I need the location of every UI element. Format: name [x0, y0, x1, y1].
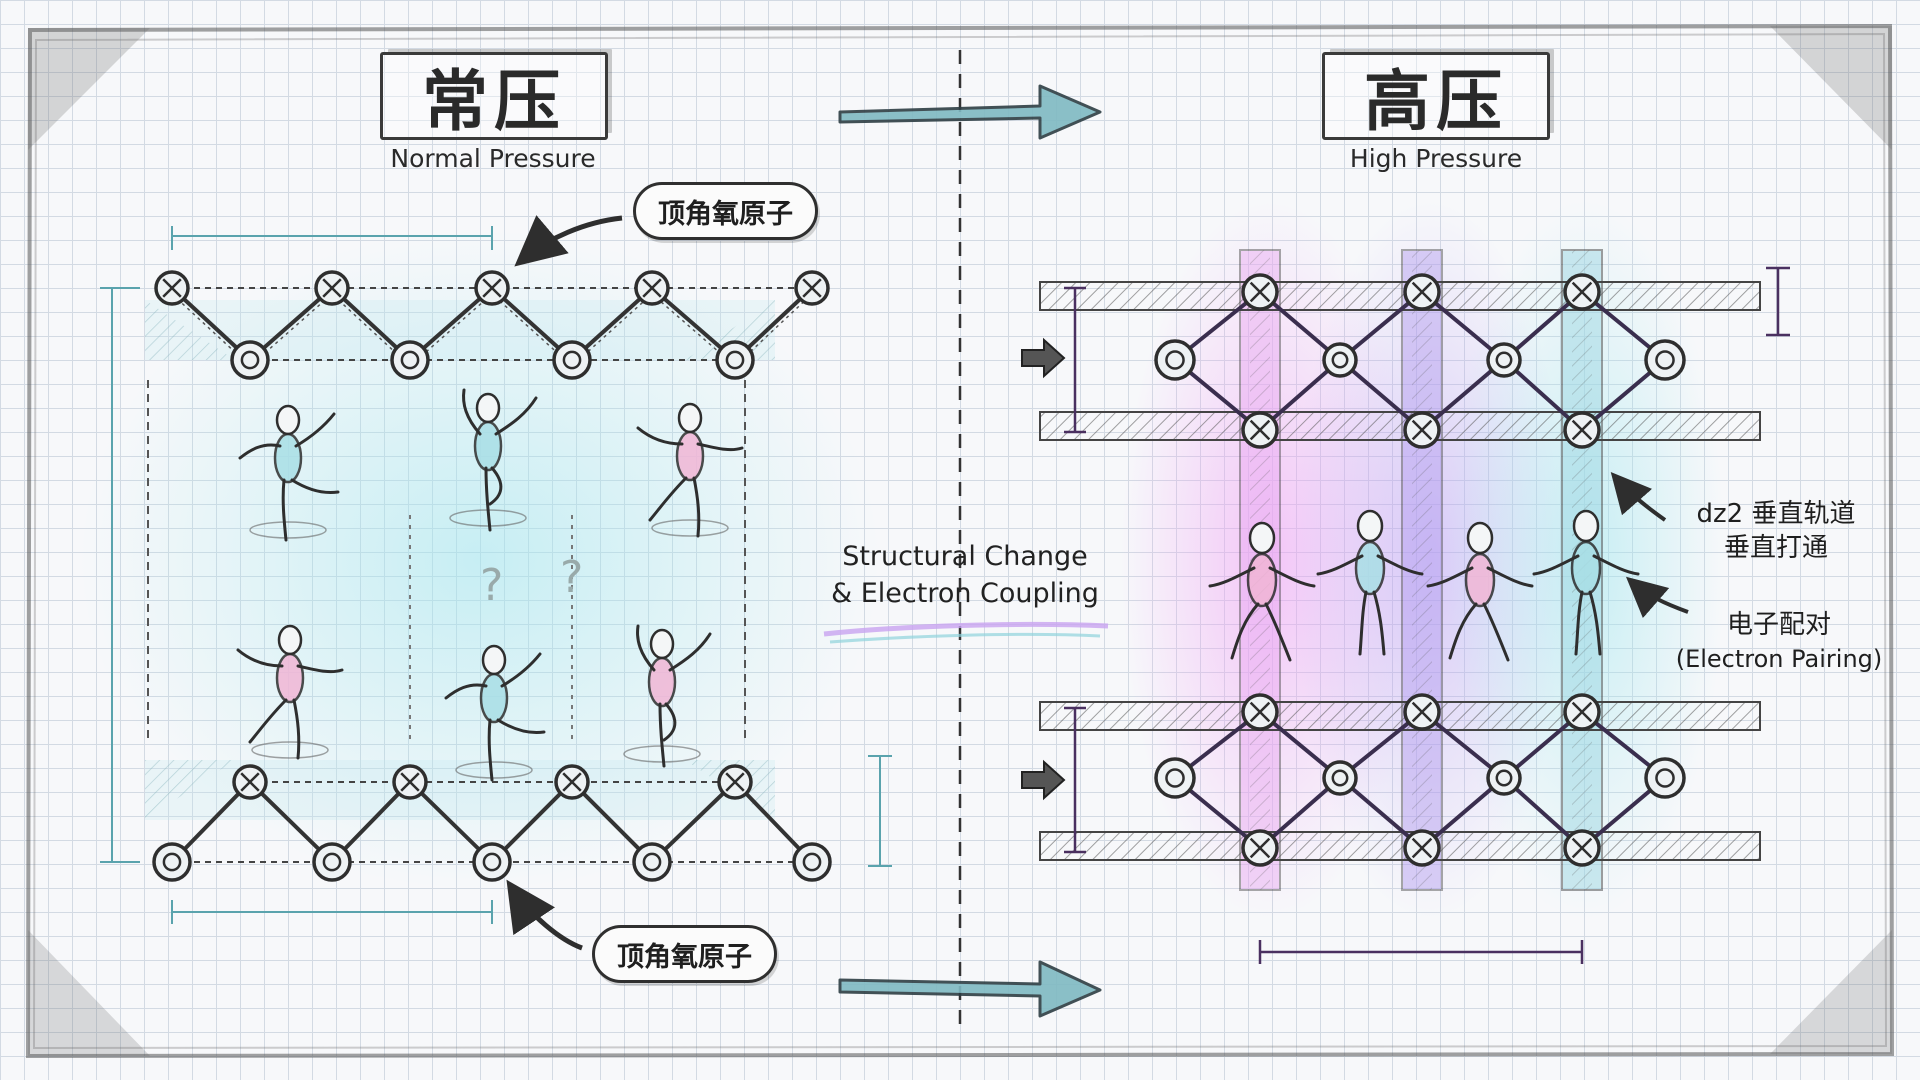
oxygen-atom-icon: [1403, 411, 1441, 449]
oxygen-atom-icon: [232, 764, 268, 800]
metal-atom-icon: [1486, 342, 1522, 378]
normal-pressure-title: 常压: [380, 52, 608, 140]
transition-arrow-bottom: [838, 960, 1102, 1018]
metal-atom-icon: [152, 842, 192, 882]
metal-atom-icon: [1322, 760, 1358, 796]
oxygen-atom-icon: [717, 764, 753, 800]
center-label-line2: & Electron Coupling: [831, 578, 1099, 609]
right-dancers: [1208, 509, 1640, 662]
left-dimensions: [100, 226, 892, 924]
metal-atom-icon: [1644, 339, 1686, 381]
metal-atom-icon: [1154, 757, 1196, 799]
oxygen-atom-icon: [1241, 273, 1279, 311]
paired-dancer-figure: [1208, 521, 1316, 662]
dancer-figure: [449, 388, 538, 532]
pressure-arrow-icon: [1021, 759, 1066, 801]
left-atoms: [152, 270, 832, 882]
orbital-note-line1: dz2 垂直轨道: [1696, 499, 1856, 529]
normal-pressure-subtitle: Normal Pressure: [390, 144, 596, 173]
transition-arrow-top: [838, 84, 1102, 140]
right-dimensions: [1064, 266, 1790, 964]
oxygen-atom-icon: [554, 764, 590, 800]
oxygen-atom-icon: [474, 270, 510, 306]
metal-atom-icon: [1486, 760, 1522, 796]
paired-dancer-figure: [1532, 509, 1640, 656]
metal-atom-icon: [1644, 757, 1686, 799]
oxygen-atom-icon: [634, 270, 670, 306]
pressure-arrow-icon: [1021, 337, 1066, 379]
oxygen-atom-icon: [794, 270, 830, 306]
paired-dancer-figure: [1426, 521, 1534, 662]
metal-atom-icon: [1322, 342, 1358, 378]
arrow-to-bottom-oxygen: [506, 879, 583, 951]
oxygen-atom-icon: [1563, 693, 1601, 731]
high-pressure-title: 高压: [1322, 52, 1550, 140]
oxygen-atom-icon: [1563, 411, 1601, 449]
arrow-to-orbital-note: [1610, 471, 1667, 522]
oxygen-atom-icon: [1241, 693, 1279, 731]
oxygen-atom-icon: [1241, 411, 1279, 449]
metal-atom-icon: [1154, 339, 1196, 381]
dancer-figure: [236, 624, 344, 760]
underline-stroke: [823, 621, 1109, 637]
dancer-figure: [238, 404, 340, 542]
pairing-note: 电子配对 (Electron Pairing): [1660, 608, 1898, 676]
oxygen-atom-icon: [1403, 693, 1441, 731]
dancer-figure: [444, 644, 546, 782]
oxygen-atom-icon: [154, 270, 190, 306]
left-dancers: [236, 388, 744, 782]
oxygen-atom-icon: [1241, 829, 1279, 867]
oxygen-atom-icon: [1563, 273, 1601, 311]
metal-atom-icon: [715, 340, 755, 380]
right-atoms: [1154, 273, 1686, 867]
oxygen-atom-icon: [392, 764, 428, 800]
metal-atom-icon: [472, 842, 512, 882]
metal-atom-icon: [632, 842, 672, 882]
metal-atom-icon: [230, 340, 270, 380]
pairing-note-line2: (Electron Pairing): [1675, 645, 1883, 673]
orbital-note: dz2 垂直轨道 垂直打通: [1676, 497, 1876, 565]
question-mark-icon: ?: [560, 552, 583, 603]
metal-atom-icon: [390, 340, 430, 380]
oxygen-atom-icon: [1563, 829, 1601, 867]
structural-change-label: Structural Change & Electron Coupling: [820, 538, 1110, 612]
question-mark-icon: ?: [480, 560, 503, 611]
high-pressure-subtitle: High Pressure: [1349, 144, 1523, 173]
apical-oxygen-label-bottom: 顶角氧原子: [592, 925, 777, 983]
oxygen-atom-icon: [314, 270, 350, 306]
center-label-line1: Structural Change: [842, 541, 1088, 572]
oxygen-atom-icon: [1403, 829, 1441, 867]
pairing-note-line1: 电子配对: [1726, 610, 1831, 640]
metal-atom-icon: [552, 340, 592, 380]
metal-atom-icon: [792, 842, 832, 882]
paired-dancer-figure: [1316, 509, 1424, 656]
arrow-to-top-oxygen: [514, 215, 623, 267]
left-glow: [80, 230, 880, 890]
apical-oxygen-label-top: 顶角氧原子: [633, 182, 818, 240]
metal-atom-icon: [312, 842, 352, 882]
dancer-figure: [623, 624, 712, 768]
dancer-figure: [636, 402, 744, 538]
right-bands: [1039, 281, 1761, 861]
orbital-note-line2: 垂直打通: [1723, 533, 1828, 563]
arrow-to-pairing-note: [1625, 576, 1689, 619]
oxygen-atom-icon: [1403, 273, 1441, 311]
